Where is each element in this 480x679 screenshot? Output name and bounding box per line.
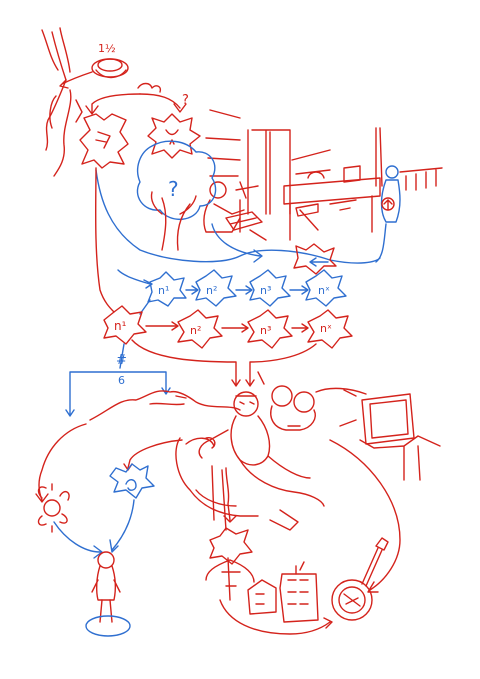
svg-text:n¹: n¹ bbox=[158, 284, 169, 297]
kitchen-scene bbox=[283, 165, 443, 241]
blue-arc-left bbox=[53, 521, 103, 559]
red-sunburst bbox=[37, 483, 70, 533]
tv-link-line bbox=[315, 387, 367, 395]
armchair bbox=[175, 437, 259, 531]
blue-node-chain: n¹ n² n³ nˣ bbox=[147, 269, 347, 307]
valve-cluster-middle: ? bbox=[147, 93, 201, 159]
left-red-arc bbox=[35, 423, 87, 503]
valve-mid-right bbox=[293, 243, 337, 275]
red-converge-right bbox=[245, 343, 317, 387]
room-walls bbox=[205, 109, 383, 241]
blue-chain-entry bbox=[117, 269, 153, 289]
blue-node-1: n¹ bbox=[147, 271, 187, 307]
red-node-chain: n¹ n² n³ nˣ bbox=[103, 305, 353, 349]
red-flow-down bbox=[94, 167, 115, 313]
mountain-ridge bbox=[89, 390, 241, 421]
thought-cloud: ? bbox=[136, 140, 217, 220]
svg-text:n¹: n¹ bbox=[114, 319, 127, 333]
blue-split bbox=[65, 343, 171, 417]
svg-text:nˣ: nˣ bbox=[318, 284, 330, 297]
svg-text:n³: n³ bbox=[260, 284, 271, 297]
svg-text:nˣ: nˣ bbox=[320, 322, 332, 335]
banjo bbox=[331, 537, 389, 621]
blue-node-x: nˣ bbox=[305, 269, 347, 307]
svg-text:n²: n² bbox=[190, 324, 201, 337]
svg-text:n³: n³ bbox=[260, 324, 271, 337]
fraction-label: 1½ bbox=[98, 42, 116, 55]
blue-node-2: n² bbox=[195, 269, 237, 307]
svg-text:n²: n² bbox=[206, 284, 217, 297]
question-big: ? bbox=[168, 177, 179, 201]
tree-trunk bbox=[150, 191, 197, 251]
blue-valve-mid-left bbox=[109, 439, 183, 499]
red-node-x: nˣ bbox=[307, 309, 353, 349]
six-label: 6 bbox=[118, 374, 125, 387]
windmill-valve bbox=[205, 467, 255, 601]
right-red-arc bbox=[329, 439, 401, 593]
red-node-2: n² bbox=[177, 309, 223, 349]
red-node-1: n¹ bbox=[103, 305, 147, 345]
reclining-person bbox=[198, 391, 325, 531]
valve-cluster-left bbox=[79, 113, 129, 169]
coin-symbol: 1½ bbox=[91, 42, 129, 79]
blue-node-3: n³ bbox=[249, 269, 291, 307]
root-squiggle bbox=[41, 27, 83, 177]
blue-flow-curve bbox=[95, 169, 381, 264]
red-converge-left bbox=[131, 339, 241, 387]
house-and-building bbox=[219, 561, 333, 635]
television bbox=[339, 389, 441, 481]
couple bbox=[270, 385, 316, 431]
red-node-3: n³ bbox=[247, 309, 293, 349]
question-small: ? bbox=[182, 93, 189, 108]
blue-arc-right bbox=[109, 499, 135, 553]
girl-figure bbox=[85, 551, 131, 637]
